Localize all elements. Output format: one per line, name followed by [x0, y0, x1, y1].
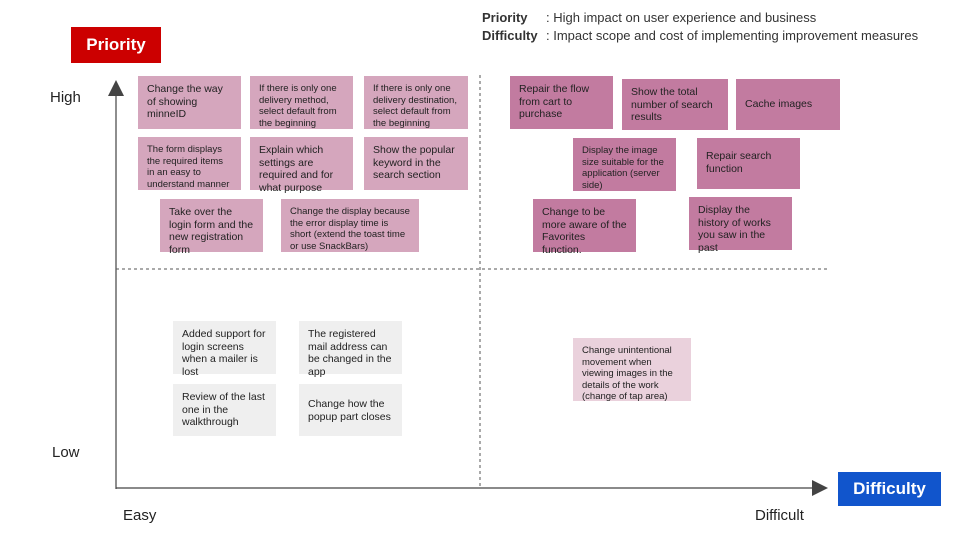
card-required-items: The form displays the required items in …	[138, 137, 241, 190]
x-axis-difficult-label: Difficult	[755, 507, 804, 524]
card-tap-area: Change unintentional movement when viewi…	[573, 338, 691, 402]
card-error-display-time: Change the display because the error dis…	[281, 199, 419, 252]
card-mailer-lost: Added support for login screens when a m…	[173, 321, 276, 378]
card-registered-mail: The registered mail address can be chang…	[299, 321, 402, 378]
card-popular-keyword: Show the popular keyword in the search s…	[364, 137, 468, 190]
priority-axis-title: Priority	[71, 27, 161, 63]
card-cart-flow: Repair the flow from cart to purchase	[510, 76, 613, 129]
card-login-registration-form: Take over the login form and the new reg…	[160, 199, 263, 256]
card-favorites-aware: Change to be more aware of the Favorites…	[533, 199, 636, 256]
legend: Priority : High impact on user experienc…	[482, 9, 918, 45]
card-showing-minneid: Change the way of showing minneID	[138, 76, 241, 129]
card-single-delivery-method: If there is only one delivery method, se…	[250, 76, 353, 129]
legend-term: Difficulty	[482, 28, 538, 43]
legend-row-priority: Priority : High impact on user experienc…	[482, 9, 918, 27]
y-axis-arrow	[108, 80, 124, 96]
card-total-search-results: Show the total number of search results	[622, 79, 728, 130]
difficulty-axis-title: Difficulty	[838, 472, 941, 506]
card-walkthrough-review: Review of the last one in the walkthroug…	[173, 384, 276, 436]
card-single-delivery-destination: If there is only one delivery destinatio…	[364, 76, 468, 129]
legend-definition: : High impact on user experience and bus…	[546, 10, 817, 25]
card-cache-images: Cache images	[736, 79, 840, 130]
card-explain-settings: Explain which settings are required and …	[250, 137, 353, 194]
card-repair-search: Repair search function	[697, 138, 800, 189]
x-axis-arrow	[812, 480, 828, 496]
legend-definition: : Impact scope and cost of implementing …	[546, 28, 919, 43]
x-axis-easy-label: Easy	[123, 507, 157, 524]
card-history-of-works: Display the history of works you saw in …	[689, 197, 792, 254]
legend-term: Priority	[482, 10, 528, 25]
y-axis-high-label: High	[50, 89, 81, 106]
card-popup-closes: Change how the popup part closes	[299, 384, 402, 436]
card-image-size-server: Display the image size suitable for the …	[573, 138, 676, 191]
legend-row-difficulty: Difficulty : Impact scope and cost of im…	[482, 27, 918, 45]
y-axis-low-label: Low	[52, 444, 80, 461]
